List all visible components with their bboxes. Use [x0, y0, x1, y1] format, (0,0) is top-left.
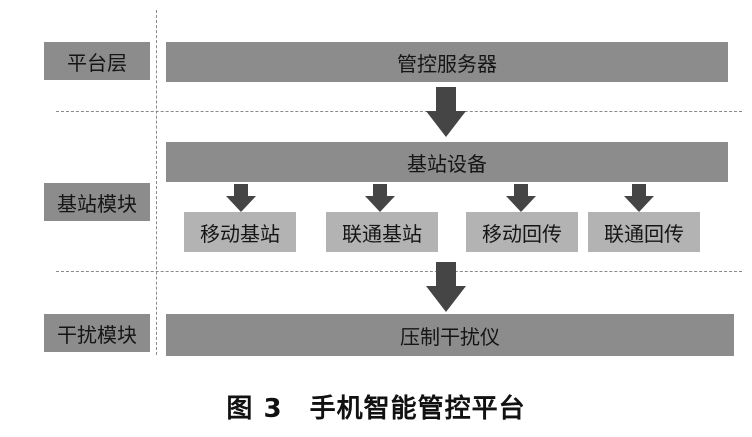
layer-label-jamming: 干扰模块	[44, 314, 150, 352]
base-station-device-node: 基站设备	[166, 142, 728, 182]
horizontal-divider-top	[56, 111, 742, 112]
unicom-backhaul-node: 联通回传	[588, 212, 700, 252]
down-arrow-icon	[426, 87, 466, 137]
control-server-node: 管控服务器	[166, 42, 728, 82]
down-arrow-icon	[226, 184, 256, 212]
down-arrow-icon	[624, 184, 654, 212]
down-arrow-icon	[506, 184, 536, 212]
jammer-node: 压制干扰仪	[166, 314, 734, 356]
unicom-base-station-node: 联通基站	[326, 212, 438, 252]
layer-label-platform: 平台层	[44, 42, 150, 80]
down-arrow-icon	[426, 262, 466, 312]
figure-caption: 图 3 手机智能管控平台	[226, 394, 526, 424]
mobile-backhaul-node: 移动回传	[466, 212, 578, 252]
vertical-divider	[156, 10, 157, 355]
layer-label-base-station: 基站模块	[44, 183, 150, 221]
down-arrow-icon	[365, 184, 395, 212]
mobile-base-station-node: 移动基站	[184, 212, 296, 252]
horizontal-divider-bottom	[56, 271, 742, 272]
